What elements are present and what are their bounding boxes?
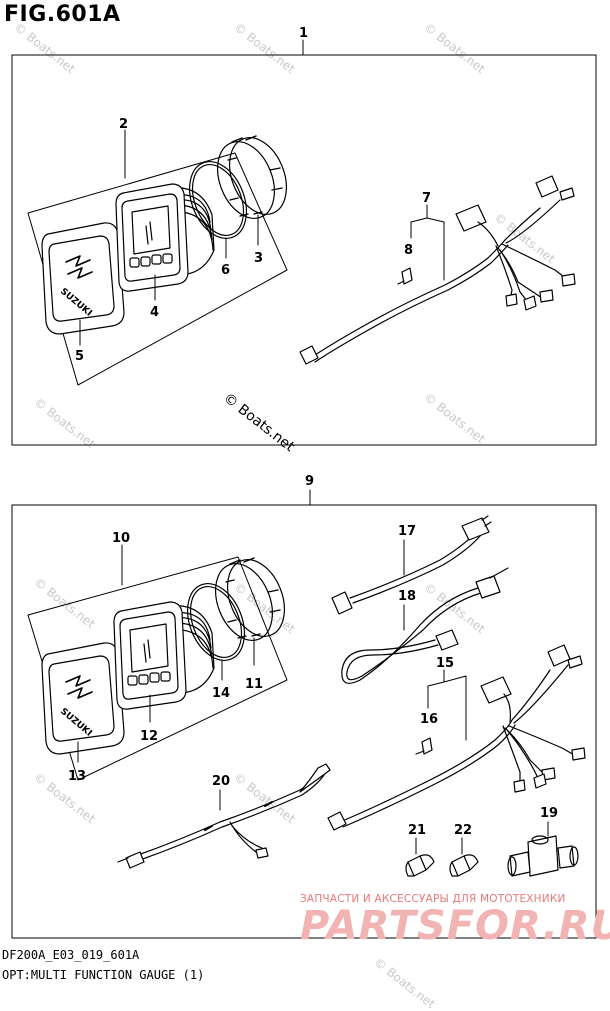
terminal bbox=[255, 847, 269, 859]
wiring-harness-7 bbox=[299, 175, 576, 365]
wiring-harness-20 bbox=[117, 763, 331, 869]
connector bbox=[535, 175, 559, 198]
gauge-button bbox=[129, 257, 140, 268]
gauge-button bbox=[151, 254, 162, 265]
terminal bbox=[539, 289, 554, 303]
network-cable-17 bbox=[331, 515, 492, 615]
terminal bbox=[523, 295, 537, 311]
connector bbox=[327, 811, 347, 831]
diagram-code: DF200A_E03_019_601A bbox=[2, 948, 140, 962]
gauge-button bbox=[160, 671, 171, 682]
bezel-cover: SUZUKI bbox=[41, 642, 125, 755]
o-ring bbox=[187, 583, 245, 661]
callout-4: 4 bbox=[150, 305, 159, 320]
suzuki-s-icon bbox=[65, 255, 93, 279]
connector bbox=[455, 204, 487, 232]
network-cable-18 bbox=[341, 567, 509, 684]
connector bbox=[547, 644, 571, 667]
callout-20: 20 bbox=[212, 774, 230, 789]
mounting-nut bbox=[217, 135, 287, 219]
callout-9: 9 bbox=[305, 474, 314, 489]
terminator bbox=[475, 575, 501, 599]
cap-21 bbox=[405, 854, 435, 877]
gauge-button bbox=[149, 672, 160, 683]
mounting-nut bbox=[215, 557, 285, 641]
parts-diagram: 1 2 SUZUKI 5 4 bbox=[11, 26, 597, 939]
callout-22: 22 bbox=[454, 823, 472, 838]
leader-line bbox=[410, 217, 445, 281]
gauge-body bbox=[113, 601, 215, 710]
callout-10: 10 bbox=[112, 531, 130, 546]
group-9-frame bbox=[11, 504, 597, 939]
connector bbox=[480, 676, 512, 704]
wiring-harness-15 bbox=[327, 644, 586, 831]
connector bbox=[435, 629, 459, 651]
callout-16: 16 bbox=[420, 712, 438, 727]
connector bbox=[461, 517, 490, 541]
figure-title: FIG.601A bbox=[4, 2, 121, 27]
gauge-button bbox=[140, 256, 151, 267]
callout-18: 18 bbox=[398, 589, 416, 604]
callout-21: 21 bbox=[408, 823, 426, 838]
suzuki-s-icon bbox=[65, 675, 93, 699]
callout-6: 6 bbox=[221, 263, 230, 278]
callout-15: 15 bbox=[436, 656, 454, 671]
gauge-button bbox=[138, 674, 149, 685]
group-9: 9 10 SUZUKI 13 12 bbox=[11, 474, 597, 939]
terminal bbox=[513, 779, 526, 793]
callout-8: 8 bbox=[404, 243, 413, 258]
terminal bbox=[125, 851, 145, 869]
callout-5: 5 bbox=[75, 349, 84, 364]
terminal bbox=[505, 293, 518, 307]
callout-13: 13 bbox=[68, 769, 86, 784]
connector bbox=[567, 655, 583, 669]
connector bbox=[331, 591, 353, 615]
cap-22 bbox=[449, 854, 479, 877]
callout-7: 7 bbox=[422, 191, 431, 206]
terminal-pin bbox=[401, 267, 413, 285]
group-1: 1 2 SUZUKI 5 4 bbox=[11, 26, 597, 446]
terminal-pin bbox=[421, 737, 433, 755]
gauge-button bbox=[162, 253, 173, 264]
callout-2: 2 bbox=[119, 117, 128, 132]
callout-12: 12 bbox=[140, 729, 158, 744]
connector bbox=[559, 187, 575, 201]
gauge-body bbox=[115, 183, 215, 292]
tee-connector-19 bbox=[507, 835, 579, 877]
callout-3: 3 bbox=[254, 251, 263, 266]
callout-17: 17 bbox=[398, 524, 416, 539]
o-ring-inner bbox=[191, 164, 245, 236]
connector bbox=[299, 345, 319, 365]
callout-14: 14 bbox=[212, 686, 230, 701]
stamp-subtitle: ЗАПЧАСТИ И АКСЕССУАРЫ ДЛЯ МОТОТЕХНИКИ bbox=[300, 893, 566, 905]
o-ring-inner bbox=[189, 586, 243, 658]
callout-1: 1 bbox=[299, 26, 308, 41]
diagram-description: OPT:MULTI FUNCTION GAUGE (1) bbox=[2, 968, 205, 982]
terminal bbox=[561, 273, 576, 287]
group-1-frame bbox=[11, 54, 597, 446]
callout-19: 19 bbox=[540, 806, 558, 821]
callout-11: 11 bbox=[245, 677, 263, 692]
bezel-cover: SUZUKI bbox=[41, 222, 125, 335]
stamp-brand: PARTSFOR.RU bbox=[300, 903, 610, 949]
terminal bbox=[571, 747, 586, 761]
o-ring bbox=[189, 161, 247, 239]
leader-line bbox=[427, 675, 467, 741]
gauge-button bbox=[127, 675, 138, 686]
terminal bbox=[533, 773, 547, 789]
